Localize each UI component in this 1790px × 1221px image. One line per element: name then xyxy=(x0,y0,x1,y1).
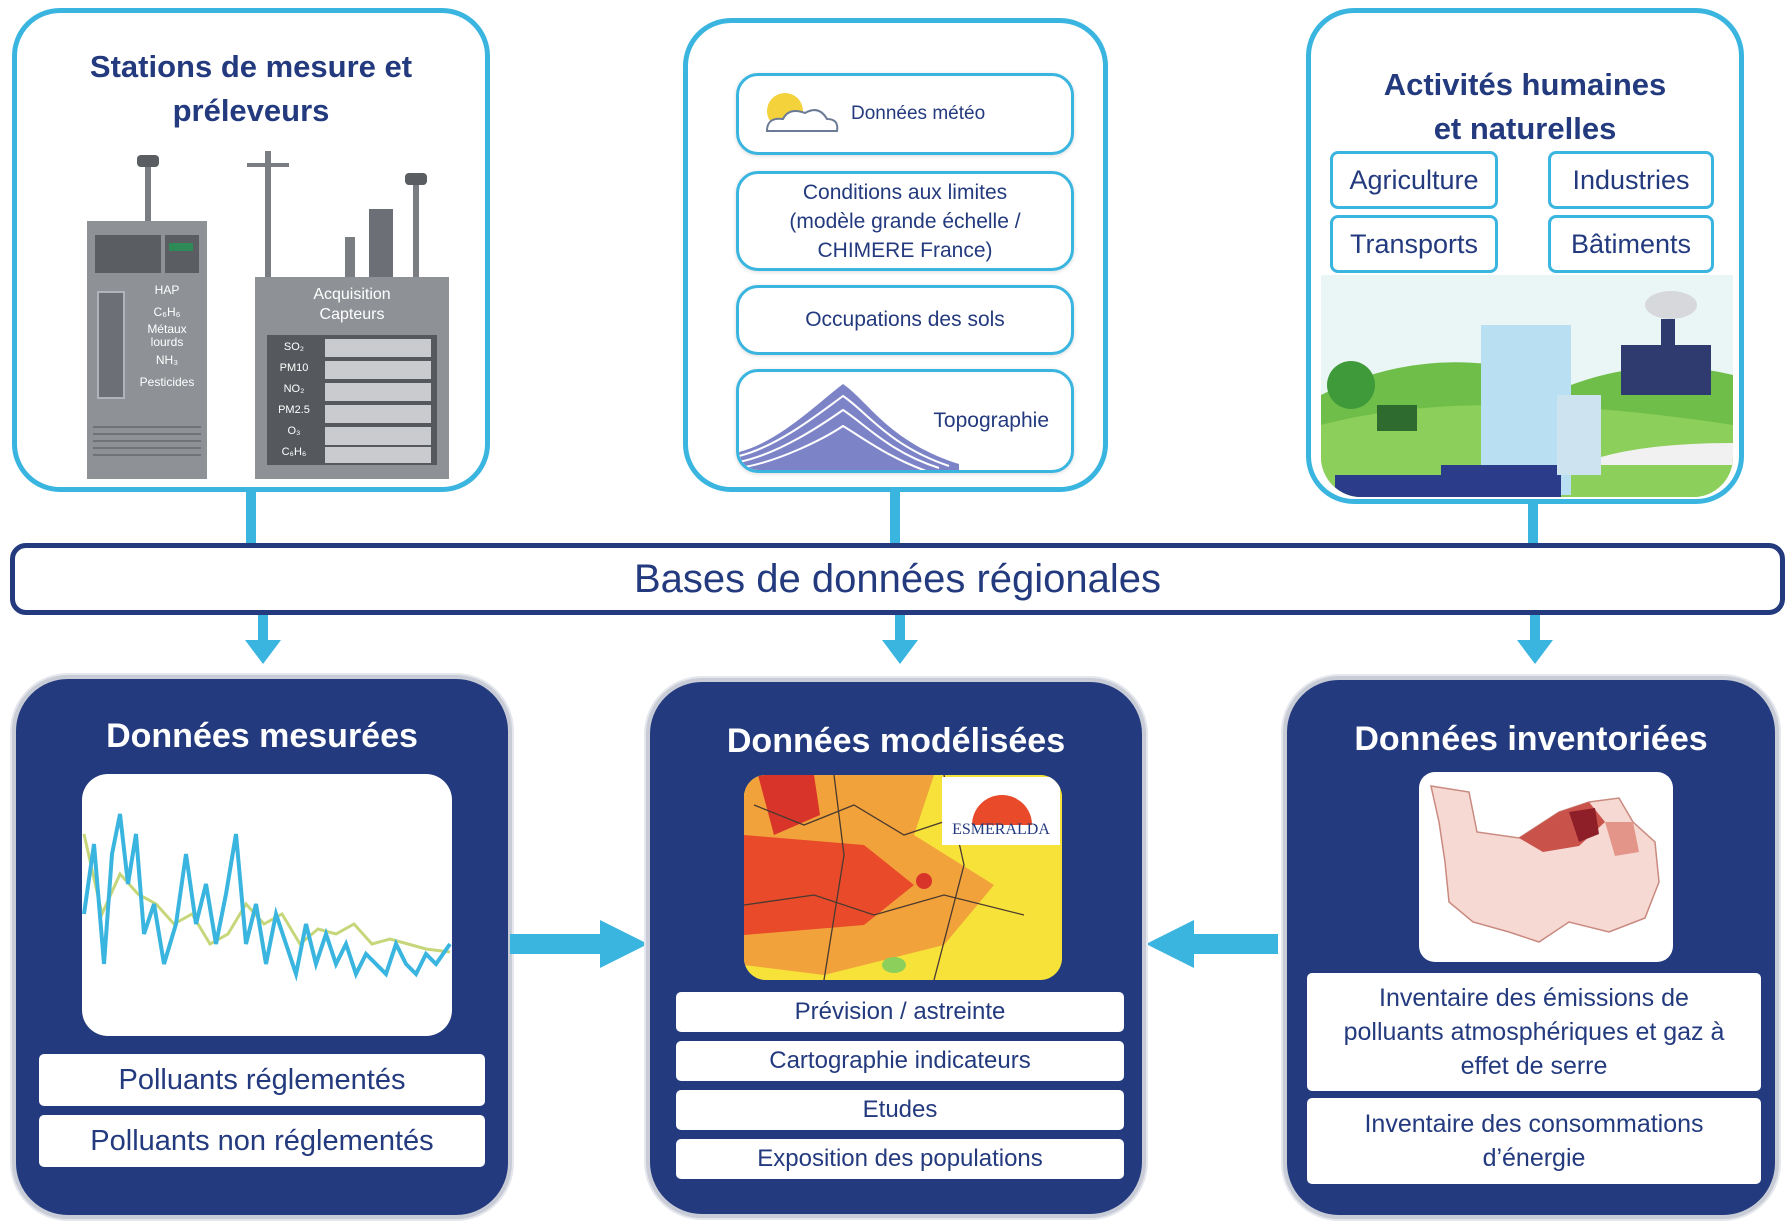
measured-item: Polluants réglementés xyxy=(39,1054,485,1106)
tag-agriculture: Agriculture xyxy=(1330,151,1498,209)
arrow-left-icon xyxy=(1190,934,1278,954)
analyzer-label: PM2.5 xyxy=(278,404,310,416)
sampler-label: C₆H₆ xyxy=(153,305,181,319)
model-inputs-card: Données météo Conditions aux limites (mo… xyxy=(683,18,1108,492)
sun-cloud-icon xyxy=(753,89,843,139)
measured-data-title: Données mesurées xyxy=(106,717,418,755)
arrow-left-head xyxy=(1146,920,1194,968)
antenna-icon xyxy=(145,163,151,221)
sampler-label: Pesticides xyxy=(139,375,195,389)
analyzer-label: O₃ xyxy=(287,425,301,437)
arrow-right-icon xyxy=(510,934,605,954)
boundary-conditions-pill: Conditions aux limites (modèle grande éc… xyxy=(736,171,1074,271)
weather-data-label: Données météo xyxy=(851,103,986,124)
analyzer-label: NO₂ xyxy=(283,383,305,395)
regional-databases-banner: Bases de données régionales xyxy=(10,543,1785,615)
modeled-item: Cartographie indicateurs xyxy=(676,1041,1124,1081)
inventoried-item: Inventaire des émissions de polluants at… xyxy=(1307,973,1761,1091)
sampler-cabinet: HAP C₆H₆ Métaux lourds NH₃ Pesticides xyxy=(87,221,207,479)
stations-title: Stations de mesure et préleveurs xyxy=(89,49,413,128)
inventoried-data-card: Données inventoriées Inventaire des émis… xyxy=(1283,676,1779,1219)
tag-transports: Transports xyxy=(1330,215,1498,273)
analyzer-header: Capteurs xyxy=(319,306,385,323)
analyzer-header: Acquisition xyxy=(313,286,391,303)
sampler-label: lourds xyxy=(150,335,184,349)
measured-data-card: Données mesurées Polluants réglementés P… xyxy=(12,675,512,1219)
analyzer-cabinet: Acquisition Capteurs SO₂ PM10 NO₂ PM2.5 … xyxy=(255,277,449,479)
stations-card: Stations de mesure et préleveurs HAP C₆H… xyxy=(12,8,490,492)
modeled-item: Etudes xyxy=(676,1090,1124,1130)
modeled-data-title: Données modélisées xyxy=(726,722,1066,760)
topography-label: Topographie xyxy=(933,409,1049,432)
inventoried-data-title: Données inventoriées xyxy=(1354,720,1708,758)
activities-illustration xyxy=(1321,275,1733,497)
normandy-emissions-map xyxy=(1419,772,1673,962)
pollution-map: ESMERALDA xyxy=(744,775,1062,980)
arrow-down-icon xyxy=(882,640,918,664)
tag-batiments: Bâtiments xyxy=(1548,215,1714,273)
modeled-data-card: Données modélisées ESMERALDA Prévision /… xyxy=(646,678,1146,1218)
arrow-down-icon xyxy=(245,640,281,664)
connector-line xyxy=(246,492,256,543)
connector-line xyxy=(895,615,905,641)
esmeralda-logo-text: ESMERALDA xyxy=(952,821,1050,838)
sampler-label: Métaux xyxy=(147,322,187,336)
weather-mast-icon xyxy=(265,151,271,277)
activities-card: Activités humaines et naturelles Agricul… xyxy=(1306,8,1744,504)
activities-title: Activités humaines et naturelles xyxy=(1383,67,1667,146)
analyzer-label: PM10 xyxy=(279,362,309,374)
connector-line xyxy=(1530,615,1540,641)
land-use-pill: Occupations des sols xyxy=(736,285,1074,355)
connector-line xyxy=(258,615,268,641)
connector-line xyxy=(1528,504,1538,543)
topography-icon xyxy=(739,384,959,470)
sampler-label: HAP xyxy=(154,283,180,297)
measured-item: Polluants non réglementés xyxy=(39,1115,485,1167)
measured-time-series-chart xyxy=(82,774,452,1036)
analyzer-label: SO₂ xyxy=(283,341,305,353)
topography-pill: Topographie xyxy=(736,369,1074,473)
connector-line xyxy=(890,492,900,543)
modeled-item: Prévision / astreinte xyxy=(676,992,1124,1032)
arrow-down-icon xyxy=(1517,640,1553,664)
arrow-right-head xyxy=(600,920,648,968)
inventoried-item: Inventaire des consommations d’énergie xyxy=(1307,1098,1761,1184)
analyzer-label: C₆H₆ xyxy=(281,446,307,458)
weather-data-pill: Données météo xyxy=(736,73,1074,155)
tag-industries: Industries xyxy=(1548,151,1714,209)
sampler-label: NH₃ xyxy=(155,353,179,367)
modeled-item: Exposition des populations xyxy=(676,1139,1124,1179)
